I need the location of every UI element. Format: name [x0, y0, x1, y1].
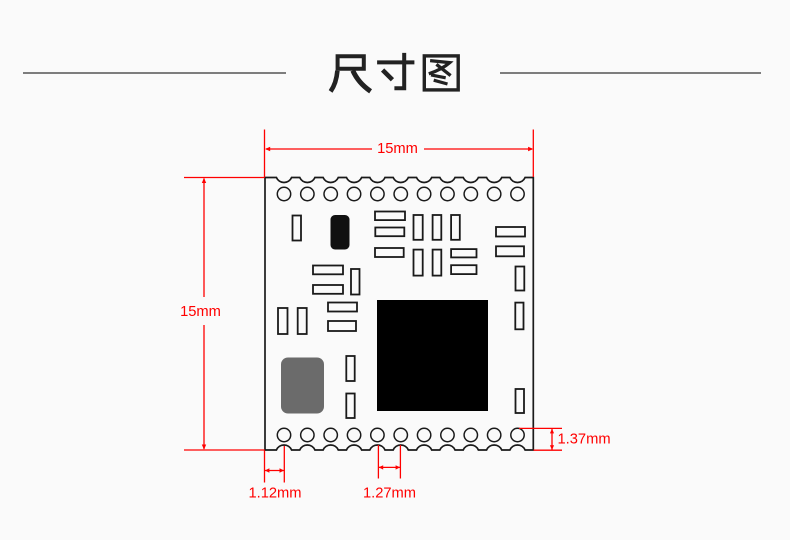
svg-text:15mm: 15mm [180, 304, 221, 320]
svg-text:1.27mm: 1.27mm [363, 486, 416, 502]
svg-text:1.37mm: 1.37mm [558, 432, 611, 448]
svg-text:1.12mm: 1.12mm [248, 486, 301, 502]
svg-text:15mm: 15mm [377, 141, 418, 157]
